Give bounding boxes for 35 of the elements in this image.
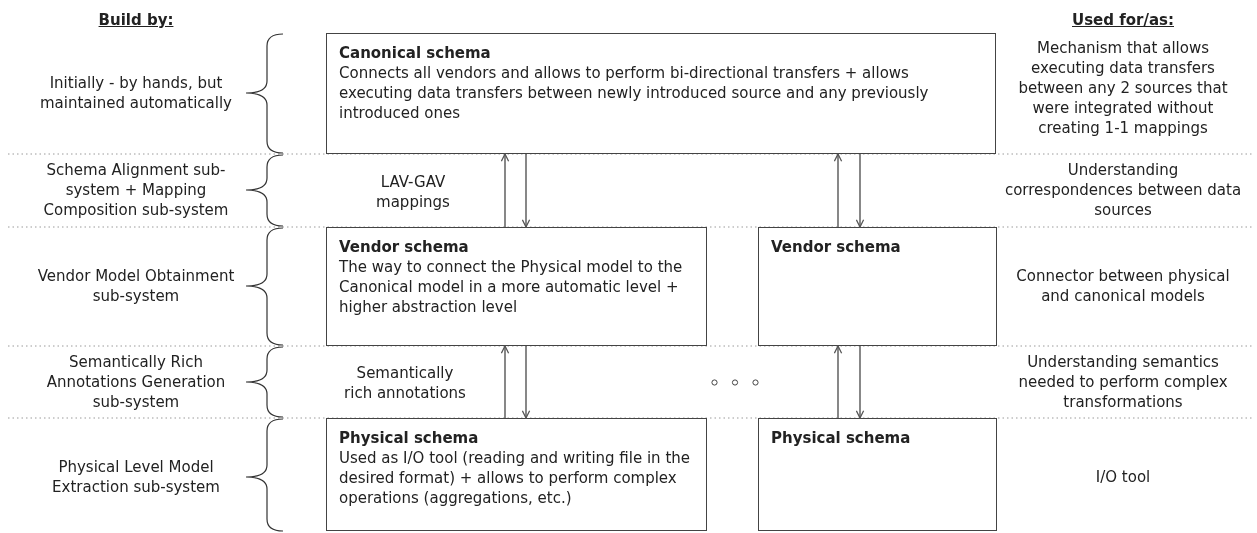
schema-box bbox=[326, 418, 707, 531]
schema-title: Canonical schema bbox=[339, 43, 491, 63]
arrow bbox=[521, 153, 531, 228]
schema-box bbox=[326, 33, 996, 154]
schema-title: Physical schema bbox=[771, 428, 911, 448]
arrow bbox=[833, 153, 843, 228]
arrow bbox=[833, 345, 843, 419]
arrow bbox=[855, 153, 865, 228]
subsystem-label: Vendor Model Obtainment sub-system bbox=[37, 266, 235, 306]
schema-description: Used as I/O tool (reading and writing file in the desired format) + allows to perform complex operations (aggregations, etc.) bbox=[339, 448, 691, 508]
schema-box bbox=[326, 227, 707, 346]
arrow-caption: LAV-GAV mappings bbox=[375, 172, 451, 212]
arrow bbox=[521, 345, 531, 419]
schema-title: Vendor schema bbox=[339, 237, 469, 257]
subsystem-label: Initially - by hands, but maintained automatically bbox=[39, 73, 233, 113]
subsystem-label: Schema Alignment sub-system + Mapping Composition sub-system bbox=[43, 160, 229, 220]
usage-description: Understanding correspondences between data sources bbox=[1004, 160, 1242, 220]
schema-description: The way to connect the Physical model to the Canonical model in a more automatic level + higher abstraction level bbox=[339, 257, 684, 317]
usage-description: I/O tool bbox=[1095, 467, 1151, 487]
usage-description: Understanding semantics needed to perform complex transformations bbox=[1017, 352, 1229, 412]
usage-description: Mechanism that allows executing data transfers between any 2 sources that were integrated without creating 1-1 mappings bbox=[1017, 38, 1229, 138]
schema-box bbox=[758, 418, 997, 531]
schema-title: Vendor schema bbox=[771, 237, 901, 257]
schema-box bbox=[758, 227, 997, 346]
schema-description: Connects all vendors and allows to perform bi-directional transfers + allows executing data transfers between newly introduced source and any previously introduced ones bbox=[339, 63, 930, 123]
arrow bbox=[500, 153, 510, 228]
schema-title: Physical schema bbox=[339, 428, 479, 448]
usage-description: Connector between physical and canonical models bbox=[1015, 266, 1231, 306]
subsystem-label: Semantically Rich Annotations Generation sub-system bbox=[46, 352, 226, 412]
subsystem-label: Physical Level Model Extraction sub-system bbox=[51, 457, 221, 497]
arrow bbox=[500, 345, 510, 419]
column-heading: Build by: bbox=[98, 10, 174, 30]
arrow bbox=[855, 345, 865, 419]
column-heading: Used for/as: bbox=[1072, 10, 1174, 30]
arrow-caption: Semantically rich annotations bbox=[343, 363, 467, 403]
